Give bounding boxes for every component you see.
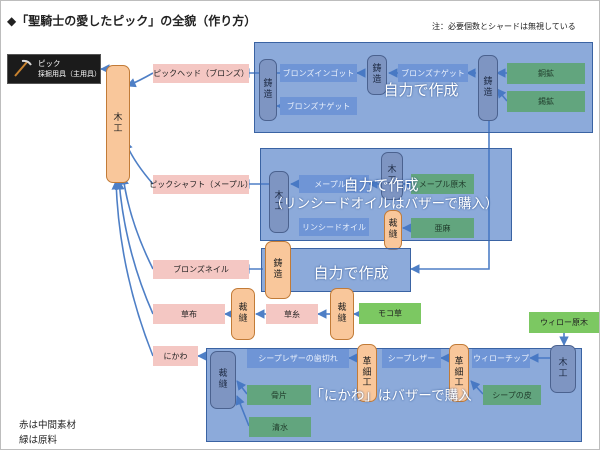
raw-sheep-hide: シープの皮	[483, 385, 541, 405]
process-char: 革	[362, 356, 372, 367]
raw-copper-ore: 銅鉱	[507, 63, 585, 84]
process-char: 木	[274, 191, 284, 202]
raw-tin-ore: 錫鉱	[507, 91, 585, 112]
inner-sheep-leather: シープレザー	[382, 349, 441, 368]
process-char: 細	[362, 367, 372, 378]
process-char: 工	[558, 369, 568, 379]
overlay-self-made-2: 自力で作成	[343, 176, 419, 194]
process-char: 造	[273, 270, 283, 280]
process-char: 工	[362, 378, 372, 389]
raw-maple-log: メープル原木	[411, 174, 474, 194]
process-char: 鋳	[273, 259, 283, 270]
process-woodworking-main: 木 工	[106, 65, 130, 183]
raw-bone-fragment: 骨片	[247, 385, 311, 405]
process-char: 裁	[218, 369, 228, 380]
legend-green: 緑は原料	[19, 435, 58, 446]
process-char: 木	[113, 113, 123, 124]
process-char: 鋳	[263, 79, 273, 90]
note-text: 注：必要個数とシャードは無視している	[432, 22, 576, 31]
process-char: 裁	[388, 219, 398, 230]
raw-moko-grass: モコ草	[359, 303, 421, 324]
raw-clear-water: 清水	[249, 417, 311, 437]
process-char: 木	[387, 165, 397, 176]
intermediate-pickhead: ピックヘッド（ブロンズ）	[153, 64, 249, 83]
inner-sheep-leather-scraps: シープレザーの歯切れ	[247, 349, 349, 368]
raw-willow-log: ウィロー原木	[529, 312, 599, 333]
legend-red: 赤は中間素材	[19, 420, 77, 431]
process-char: 鋳	[372, 64, 382, 75]
inner-bronze-nugget-a: ブロンズナゲット	[398, 64, 468, 82]
raw-flax: 亜麻	[411, 218, 474, 238]
inner-bronze-nugget-b: ブロンズナゲット	[280, 97, 357, 115]
process-woodworking-maple: 木 工	[381, 152, 403, 200]
process-casting-nail: 鋳 造	[265, 241, 291, 299]
process-char: 工	[113, 124, 123, 134]
inner-linseed-oil: リンシードオイル	[299, 218, 369, 236]
process-leather-scraps: 革 細 工	[357, 344, 377, 402]
process-char: 造	[483, 88, 493, 98]
process-sewing-thread: 裁 縫	[330, 288, 354, 340]
process-char: 造	[372, 75, 382, 85]
intermediate-bronzenail: ブロンズネイル	[153, 260, 249, 279]
page-title: ◆「聖騎士の愛したピック」の全貌（作り方）	[7, 14, 257, 28]
process-char: 木	[558, 358, 568, 369]
process-char: 工	[387, 176, 397, 186]
process-sewing-cloth: 裁 縫	[231, 288, 255, 340]
process-leather-hide: 革 細 工	[449, 344, 469, 402]
process-char: 縫	[337, 314, 347, 324]
intermediate-kusaito: 草糸	[266, 304, 318, 324]
overlay-self-made-1: 自力で作成	[383, 81, 459, 99]
process-char: 細	[454, 367, 464, 378]
process-sewing-linseed: 裁 縫	[384, 210, 402, 250]
process-woodworking-willow: 木 工	[550, 345, 576, 393]
process-char: 縫	[238, 314, 248, 324]
process-casting-ingot: 鋳 造	[367, 55, 387, 95]
overlay-linseed-note: （リンシードオイルはバザーで購入）	[269, 196, 499, 212]
process-char: 縫	[388, 230, 398, 240]
process-casting-head: 鋳 造	[259, 59, 277, 121]
process-char: 裁	[238, 303, 248, 314]
process-char: 造	[263, 90, 273, 100]
pick-item-card: ピック 採掘用具（主用具）	[7, 54, 101, 84]
item-category: 採掘用具（主用具）	[38, 70, 101, 78]
inner-willow-chip: ウィローチップ	[472, 349, 530, 368]
pick-icon	[14, 59, 32, 77]
intermediate-nikawa: にかわ	[153, 346, 198, 366]
process-char: 裁	[337, 303, 347, 314]
process-char: 工	[454, 378, 464, 389]
intermediate-kusanuno: 草布	[153, 304, 225, 324]
process-sewing-glue: 裁 縫	[210, 351, 236, 409]
region-pickhead	[254, 42, 593, 133]
inner-bronze-ingot: ブロンズインゴット	[280, 64, 357, 82]
overlay-nikawa-bazaar: 「にかわ」はバザーで購入	[310, 388, 472, 404]
process-char: 革	[454, 356, 464, 367]
overlay-self-made-3: 自力で作成	[313, 264, 389, 282]
process-char: 工	[274, 202, 284, 212]
process-char: 鋳	[483, 77, 493, 88]
item-name: ピック	[38, 59, 61, 68]
process-char: 縫	[218, 380, 228, 390]
process-woodworking-shaft: 木 工	[269, 171, 289, 233]
process-casting-nugget: 鋳 造	[478, 55, 498, 121]
inner-maple-wood: メープル材	[299, 175, 369, 193]
intermediate-pickshaft: ピックシャフト（メープル）	[149, 175, 253, 194]
